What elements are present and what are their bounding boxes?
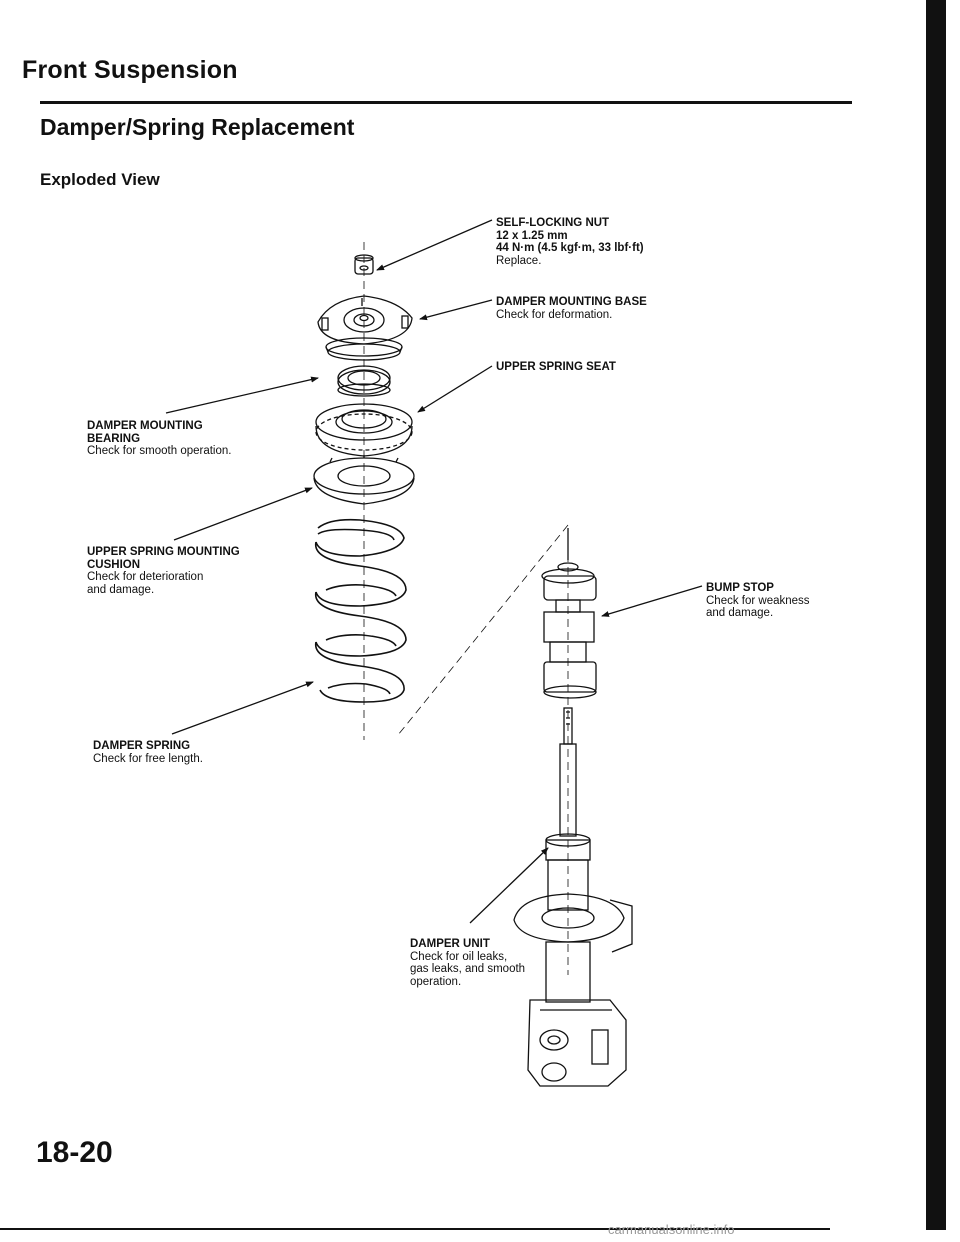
- callout-name-line1: UPPER SPRING MOUNTING: [87, 546, 240, 558]
- callout-note-line1: Check for weakness: [706, 594, 810, 607]
- callout-damper-mounting-base: DAMPER MOUNTING BASE Check for deformati…: [496, 296, 647, 321]
- callout-note: Check for free length.: [93, 752, 203, 765]
- page-heading: Damper/Spring Replacement: [40, 114, 355, 140]
- callout-name: DAMPER SPRING: [93, 740, 191, 752]
- section-title: Front Suspension: [22, 56, 238, 84]
- bump-stop-part: [541, 528, 597, 699]
- view-heading: Exploded View: [40, 170, 160, 189]
- callout-name-line1: DAMPER MOUNTING: [87, 420, 203, 432]
- header-rule: [40, 101, 852, 104]
- callout-name: DAMPER UNIT: [410, 938, 490, 950]
- callout-note: Replace.: [496, 254, 542, 267]
- leader-upper-spring-seat: [417, 365, 493, 413]
- callout-note-line3: operation.: [410, 975, 462, 988]
- leader-bump-stop: [601, 585, 703, 617]
- callout-damper-spring: DAMPER SPRING Check for free length.: [93, 740, 203, 765]
- callout-note-line2: and damage.: [706, 607, 774, 619]
- leader-damper-unit: [469, 847, 549, 924]
- callout-upper-spring-mounting-cushion: UPPER SPRING MOUNTING CUSHION Check for …: [87, 546, 240, 596]
- callout-name: DAMPER MOUNTING BASE: [496, 296, 647, 308]
- centerline-offset: [397, 524, 569, 736]
- callout-torque: 44 N·m (4.5 kgf·m, 33 lbf·ft): [496, 242, 644, 254]
- footer-rule: [0, 1228, 830, 1230]
- leader-self-locking-nut: [376, 219, 493, 271]
- callout-note: Check for deformation.: [496, 308, 613, 321]
- binding-edge-bar: [926, 0, 946, 1230]
- damper-spring-part: [315, 518, 407, 703]
- callout-name-line2: BEARING: [87, 432, 141, 445]
- callout-note: Check for smooth operation.: [87, 445, 232, 457]
- page-number: 18-20: [36, 1136, 113, 1169]
- watermark-text: carmanualsonline.info: [608, 1222, 735, 1237]
- callout-bump-stop: BUMP STOP Check for weakness and damage.: [706, 582, 810, 620]
- leader-upper-spring-mounting-cushion: [173, 487, 313, 541]
- callout-name-line2: CUSHION: [87, 558, 141, 571]
- callout-self-locking-nut: SELF-LOCKING NUT 12 x 1.25 mm 44 N·m (4.…: [496, 217, 644, 267]
- leader-damper-mounting-base: [419, 299, 493, 321]
- self-locking-nut-part: [354, 254, 374, 275]
- callout-upper-spring-seat: UPPER SPRING SEAT: [496, 361, 616, 374]
- callout-note-line1: Check for deterioration: [87, 571, 204, 583]
- callout-note-line1: Check for oil leaks,: [410, 950, 508, 963]
- callout-name: BUMP STOP: [706, 582, 774, 594]
- damper-mounting-base-part: [317, 295, 413, 361]
- damper-mounting-bearing-part: [337, 365, 391, 397]
- damper-unit-part: [513, 707, 633, 1087]
- callout-name: SELF-LOCKING NUT: [496, 217, 610, 229]
- leader-damper-mounting-bearing: [165, 376, 319, 414]
- callout-note-line2: and damage.: [87, 583, 155, 596]
- callout-spec: 12 x 1.25 mm: [496, 229, 568, 242]
- leader-damper-spring: [171, 681, 314, 735]
- callout-damper-unit: DAMPER UNIT Check for oil leaks, gas lea…: [410, 938, 525, 988]
- callout-note-line2: gas leaks, and smooth: [410, 963, 526, 975]
- callout-damper-mounting-bearing: DAMPER MOUNTING BEARING Check for smooth…: [87, 420, 231, 458]
- callout-name: UPPER SPRING SEAT: [496, 361, 616, 373]
- upper-spring-mounting-cushion-part: [313, 455, 415, 505]
